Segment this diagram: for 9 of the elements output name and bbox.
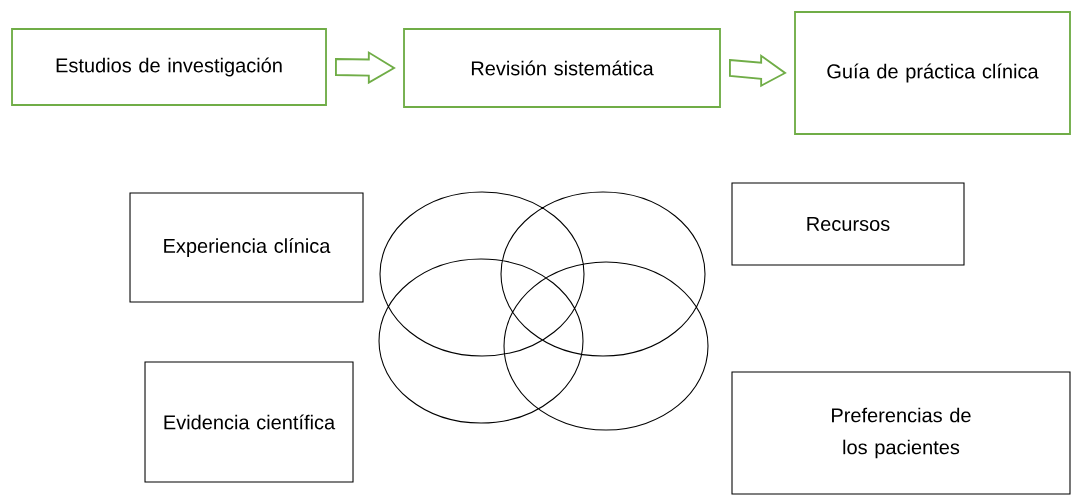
concept-box: Recursos [731, 182, 965, 266]
concept-box: Preferencias de los pacientes [731, 371, 1071, 495]
flow-box: Estudios de investigación [11, 28, 327, 106]
concept-box: Evidencia científica [144, 361, 354, 483]
block-arrow [335, 50, 396, 85]
flow-box: Revisión sistemática [403, 28, 721, 108]
concept-box: Experiencia clínica [129, 192, 364, 303]
block-arrow [729, 53, 787, 88]
flow-box: Guía de práctica clínica [794, 11, 1071, 135]
